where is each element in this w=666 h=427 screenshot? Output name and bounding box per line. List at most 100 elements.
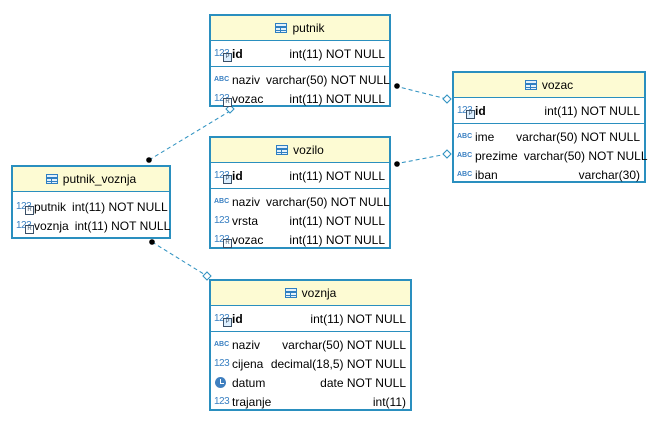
column-row[interactable]: prezime varchar(50) NOT NULL: [454, 146, 648, 165]
table-icon: [275, 23, 288, 33]
entity-putnik[interactable]: putnik id int(11) NOT NULL naziv varchar…: [209, 14, 391, 107]
entity-title: voznja: [301, 286, 337, 300]
column-type: varchar(50) NOT NULL: [523, 148, 648, 163]
link-diamond-voznja: [202, 271, 212, 281]
column-row[interactable]: id int(11) NOT NULL: [211, 309, 410, 328]
primary-key-section: id int(11) NOT NULL: [454, 98, 644, 124]
column-row[interactable]: putnik int(11) NOT NULL: [13, 197, 169, 216]
columns-section: naziv varchar(50) NOT NULL vrsta int(11)…: [211, 189, 390, 252]
column-type: int(11) NOT NULL: [544, 103, 640, 118]
link-end-putnik: [394, 83, 400, 89]
column-type: varchar(30): [578, 167, 640, 182]
column-type: int(11) NOT NULL: [310, 311, 406, 326]
link-putnik-voznja-voznja: [151, 241, 208, 277]
column-name: cijena: [232, 356, 264, 371]
column-name: ime: [475, 129, 495, 144]
numeric-key-icon: [214, 47, 232, 62]
numeric-fk-icon: [16, 200, 34, 215]
column-type: int(11) NOT NULL: [72, 199, 168, 214]
entity-header[interactable]: vozac: [454, 73, 644, 98]
column-row[interactable]: datum date NOT NULL: [211, 373, 410, 392]
table-icon: [45, 174, 58, 184]
link-end-pv-bottom: [149, 239, 155, 245]
column-type: varchar(50) NOT NULL: [266, 72, 390, 87]
text-icon: [457, 130, 475, 144]
column-name: trajanje: [232, 394, 272, 409]
numeric-key-icon: [214, 312, 232, 327]
entity-header[interactable]: putnik: [211, 16, 389, 41]
columns-section: naziv varchar(50) NOT NULL cijena decima…: [211, 332, 410, 414]
column-row[interactable]: ime varchar(50) NOT NULL: [454, 127, 644, 146]
primary-key-section: id int(11) NOT NULL: [211, 41, 389, 67]
text-icon: [214, 338, 232, 352]
table-icon: [524, 80, 537, 90]
columns-section: naziv varchar(50) NOT NULL vozac int(11)…: [211, 67, 390, 111]
column-type: int(11) NOT NULL: [289, 232, 385, 247]
link-vozilo-vozac: [394, 153, 448, 165]
column-row[interactable]: cijena decimal(18,5) NOT NULL: [211, 354, 410, 373]
numeric-key-icon: [457, 104, 475, 119]
link-diamond-vozac-2: [442, 149, 452, 159]
column-name: iban: [475, 167, 498, 182]
column-row[interactable]: trajanje int(11): [211, 392, 410, 411]
entity-header[interactable]: vozilo: [211, 138, 389, 163]
column-name: id: [232, 168, 243, 183]
column-type: int(11) NOT NULL: [289, 46, 385, 61]
column-name: vrsta: [232, 213, 259, 228]
table-icon: [284, 288, 297, 298]
column-row[interactable]: iban varchar(30): [454, 165, 644, 184]
column-name: putnik: [34, 199, 67, 214]
numeric-key-icon: [214, 169, 232, 184]
column-name: voznja: [34, 218, 69, 233]
table-icon: [276, 145, 289, 155]
column-row[interactable]: voznja int(11) NOT NULL: [13, 216, 171, 235]
column-row[interactable]: id int(11) NOT NULL: [454, 101, 644, 120]
numeric-icon: [214, 395, 232, 409]
column-name: naziv: [232, 194, 261, 209]
link-end-pv-top: [146, 157, 152, 163]
column-type: int(11) NOT NULL: [289, 91, 385, 106]
column-name: id: [475, 103, 486, 118]
entity-vozac[interactable]: vozac id int(11) NOT NULL ime varchar(50…: [452, 71, 648, 184]
column-row[interactable]: id int(11) NOT NULL: [211, 166, 389, 185]
column-type: varchar(50) NOT NULL: [516, 129, 640, 144]
column-row[interactable]: vozac int(11) NOT NULL: [211, 89, 389, 108]
entity-putnik-voznja[interactable]: putnik_voznja putnik int(11) NOT NULL vo…: [11, 165, 171, 239]
entity-voznja[interactable]: voznja id int(11) NOT NULL naziv varchar…: [209, 279, 412, 411]
column-row[interactable]: naziv varchar(50) NOT NULL: [211, 335, 410, 354]
column-row[interactable]: naziv varchar(50) NOT NULL: [211, 70, 390, 89]
column-name: id: [232, 46, 243, 61]
column-name: naziv: [232, 337, 261, 352]
numeric-fk-icon: [16, 219, 34, 234]
column-type: int(11): [372, 394, 406, 409]
column-name: naziv: [232, 72, 261, 87]
numeric-icon: [214, 214, 232, 228]
numeric-icon: [214, 357, 232, 371]
column-name: vozac: [232, 91, 264, 106]
column-row[interactable]: id int(11) NOT NULL: [211, 44, 389, 63]
column-type: date NOT NULL: [320, 375, 406, 390]
link-putnik-vozac: [394, 85, 448, 100]
columns-section: putnik int(11) NOT NULL voznja int(11) N…: [13, 192, 171, 238]
column-name: vozac: [232, 232, 264, 247]
column-row[interactable]: naziv varchar(50) NOT NULL: [211, 192, 390, 211]
column-row[interactable]: vrsta int(11) NOT NULL: [211, 211, 389, 230]
text-icon: [214, 195, 232, 209]
entity-vozilo[interactable]: vozilo id int(11) NOT NULL naziv varchar…: [209, 136, 391, 249]
entity-title: vozilo: [293, 143, 324, 157]
clock-icon: [214, 376, 232, 390]
entity-header[interactable]: voznja: [211, 281, 410, 306]
column-type: decimal(18,5) NOT NULL: [270, 356, 406, 371]
column-type: int(11) NOT NULL: [74, 218, 171, 233]
entity-header[interactable]: putnik_voznja: [13, 167, 169, 192]
primary-key-section: id int(11) NOT NULL: [211, 306, 410, 332]
column-row[interactable]: vozac int(11) NOT NULL: [211, 230, 389, 249]
link-diamond-putnik: [225, 104, 235, 114]
column-name: datum: [232, 375, 266, 390]
numeric-fk-icon: [214, 233, 232, 248]
primary-key-section: id int(11) NOT NULL: [211, 163, 389, 189]
column-type: int(11) NOT NULL: [289, 213, 385, 228]
link-end-vozilo: [394, 161, 400, 167]
column-name: id: [232, 311, 243, 326]
entity-title: vozac: [541, 78, 574, 92]
